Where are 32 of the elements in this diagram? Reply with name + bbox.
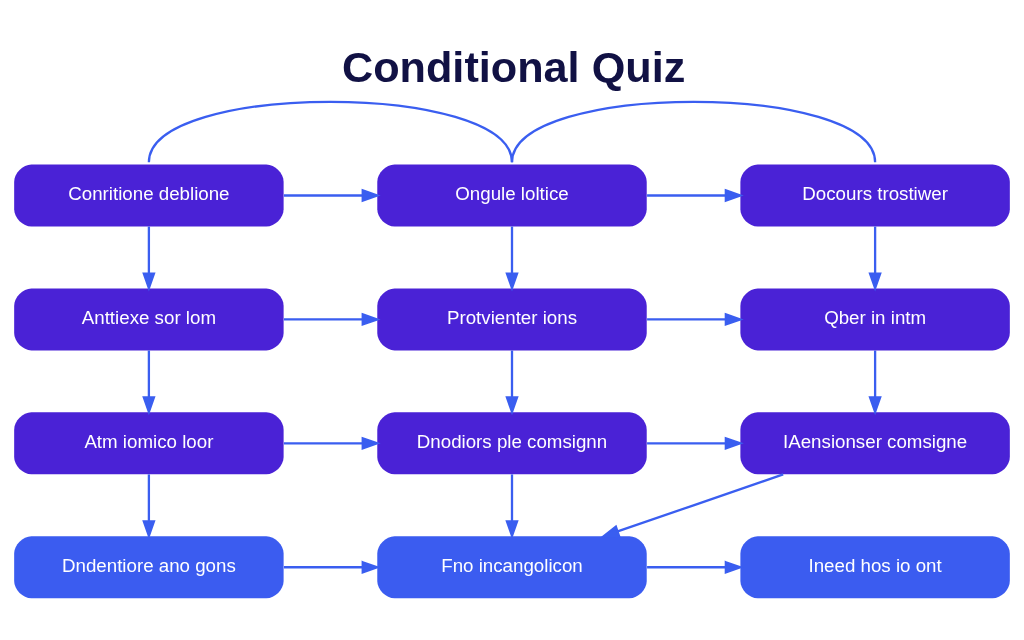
arrow bbox=[505, 226, 519, 291]
node-box: IAensionser comsigne bbox=[740, 411, 1010, 474]
node-box: Qber in intm bbox=[740, 287, 1010, 350]
node-box: Fno incangolicon bbox=[377, 535, 647, 598]
arrow bbox=[647, 188, 744, 202]
arrow bbox=[283, 560, 381, 574]
connector bbox=[147, 100, 514, 163]
arrow bbox=[647, 560, 744, 574]
arrow bbox=[283, 436, 381, 450]
arrow bbox=[142, 473, 156, 539]
node-box: Atm iomico loor bbox=[14, 411, 284, 474]
arrow bbox=[505, 473, 519, 539]
arrow bbox=[600, 472, 784, 537]
arrow bbox=[868, 350, 882, 415]
node-box: Conritione deblione bbox=[14, 164, 284, 226]
node-box: Ongule loltice bbox=[377, 164, 647, 226]
node-box: Anttiexe sor lom bbox=[14, 287, 284, 350]
node-box: Dnodiors ple comsignn bbox=[377, 411, 647, 474]
arrow bbox=[142, 226, 156, 291]
node-box: Docours trostiwer bbox=[740, 164, 1010, 226]
arrow bbox=[647, 312, 744, 326]
node-box: Ineed hos io ont bbox=[740, 535, 1010, 598]
arrow bbox=[647, 436, 744, 450]
arrow bbox=[142, 350, 156, 415]
node-box: Protvienter ions bbox=[377, 287, 647, 350]
diagram-title: Conditional Quiz bbox=[341, 42, 686, 91]
arrow bbox=[868, 226, 882, 291]
arrow bbox=[283, 188, 381, 202]
arrow bbox=[283, 312, 381, 326]
connector bbox=[510, 100, 877, 163]
arrow bbox=[505, 350, 519, 415]
node-box: Dndentiore ano gons bbox=[14, 535, 284, 598]
